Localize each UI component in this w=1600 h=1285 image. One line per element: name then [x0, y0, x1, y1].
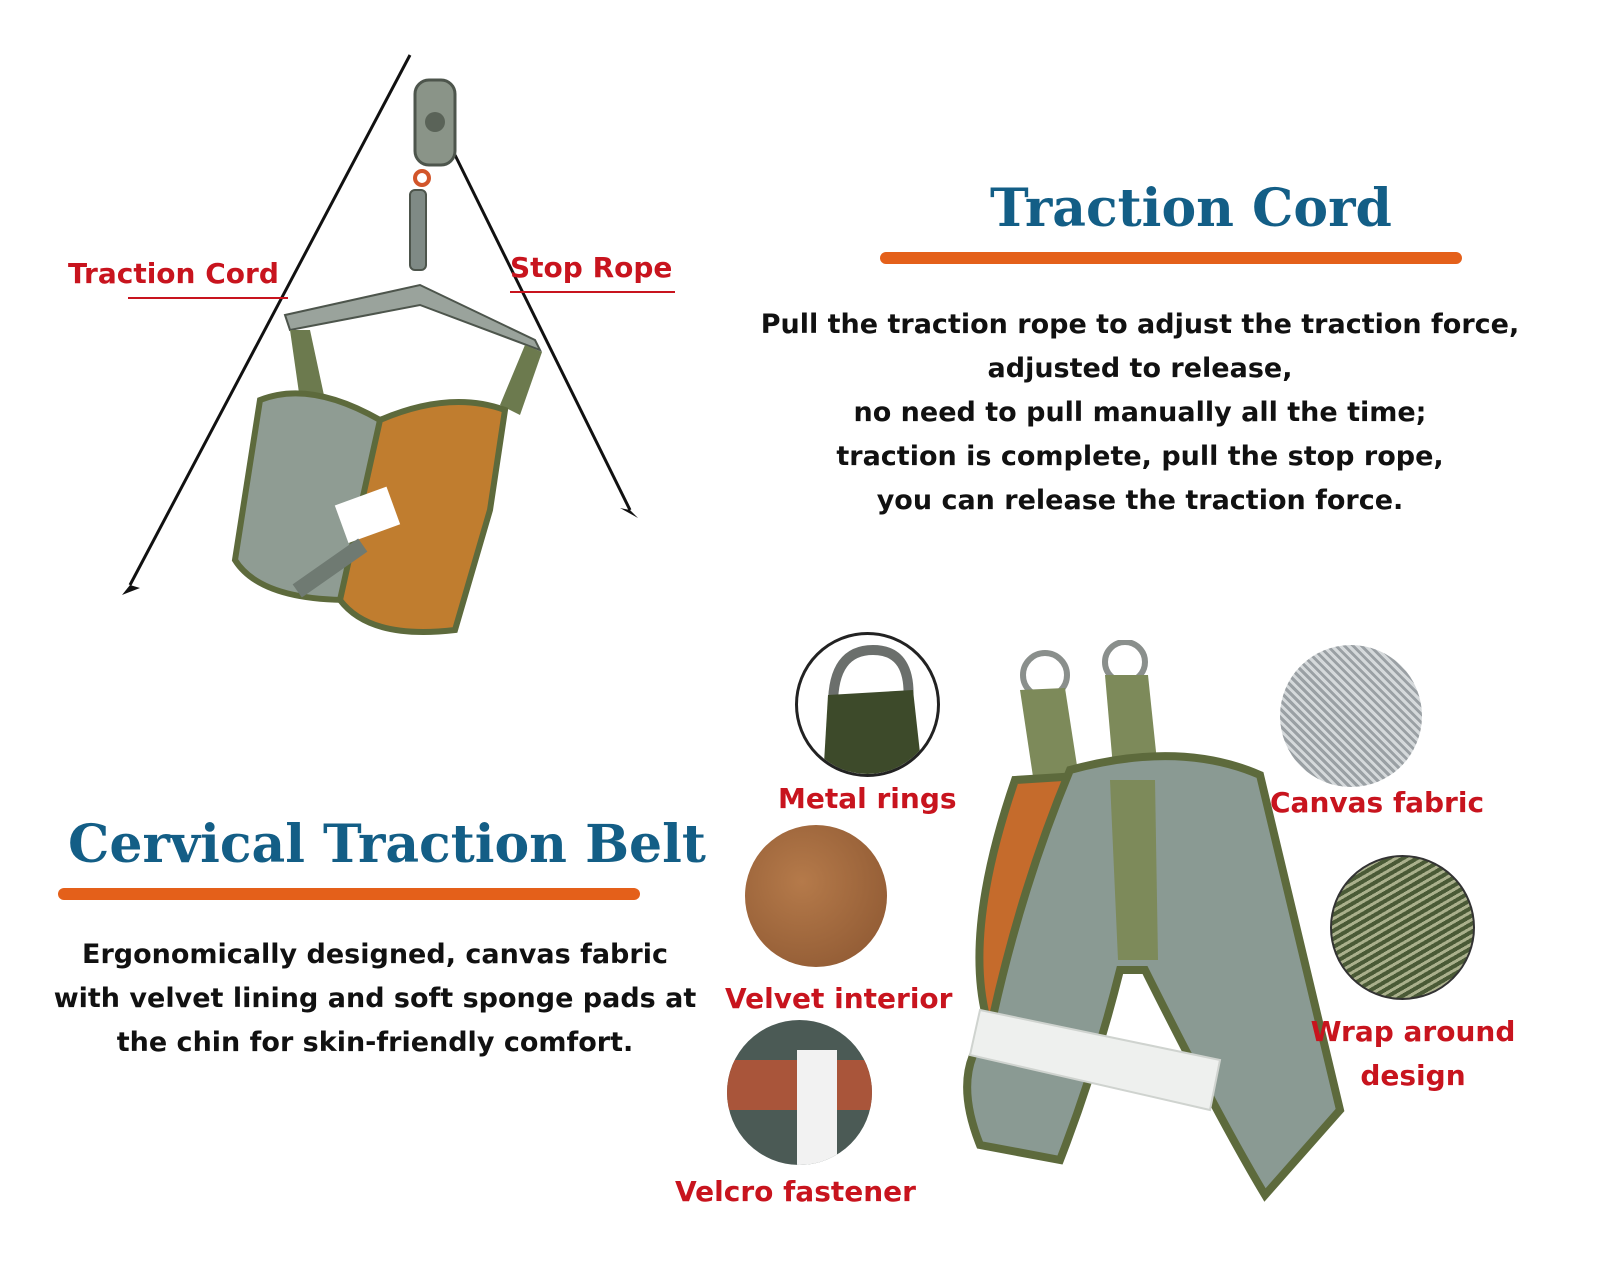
hook-ring — [413, 169, 431, 187]
wrap-around-label-line-2: design — [1360, 1059, 1466, 1092]
belt-opening — [334, 486, 401, 544]
cord-end-right — [620, 508, 638, 518]
cord-end-left — [122, 585, 140, 595]
traction-cord-description: Pull the traction rope to adjust the tra… — [750, 303, 1530, 523]
belt-closeup-illustration — [920, 640, 1360, 1220]
canvas-fabric-detail — [1280, 645, 1422, 787]
traction-cord-line-3: no need to pull manually all the time; — [853, 397, 1427, 428]
belt-velcro-strap — [968, 1008, 1222, 1112]
belt-velvet-side — [336, 399, 509, 635]
traction-device-svg — [122, 54, 638, 635]
pulley-wheel — [425, 112, 445, 132]
velcro-fastener-label: Velcro fastener — [675, 1175, 916, 1208]
traction-device-illustration — [110, 40, 670, 660]
belt-description: Ergonomically designed, canvas fabric wi… — [40, 933, 710, 1065]
belt-line-1: Ergonomically designed, canvas fabric — [82, 939, 668, 970]
traction-cord-line-1: Pull the traction rope to adjust the tra… — [760, 309, 1520, 340]
velvet-interior-label: Velvet interior — [725, 982, 953, 1015]
stop-rope-line — [453, 154, 632, 511]
stop-rope-label: Stop Rope — [510, 251, 673, 284]
belt-buckle-strap — [292, 538, 368, 598]
right-strap — [500, 345, 542, 415]
belt-center-strap — [1110, 780, 1158, 960]
belt-title-bar — [58, 888, 640, 900]
wrap-around-label-line-1: Wrap around — [1310, 1015, 1516, 1048]
traction-cord-line-4: traction is complete, pull the stop rope… — [836, 441, 1444, 472]
canvas-fabric-label: Canvas fabric — [1270, 786, 1485, 819]
velcro-svg — [727, 1050, 872, 1165]
belt-line-3: the chin for skin-friendly comfort. — [116, 1027, 634, 1058]
traction-cord-label-underline — [128, 297, 288, 299]
wrap-around-label: Wrap around design — [1308, 1010, 1518, 1098]
spring — [409, 189, 427, 271]
stop-rope-label-underline — [510, 291, 675, 293]
traction-cord-title: Traction Cord — [990, 178, 1392, 239]
left-strap — [290, 330, 325, 400]
spreader-bar — [283, 283, 543, 352]
traction-cord-title-bar — [880, 252, 1462, 264]
traction-cord-line-2: adjusted to release, — [987, 353, 1293, 384]
metal-rings-svg — [823, 644, 923, 774]
velcro-fastener-detail — [727, 1020, 872, 1165]
belt-line-2: with velvet lining and soft sponge pads … — [53, 983, 697, 1014]
metal-ring-strap — [823, 690, 923, 774]
wrap-around-detail — [1330, 855, 1475, 1000]
belt-title: Cervical Traction Belt — [68, 814, 706, 875]
metal-ring-icon — [828, 644, 914, 706]
metal-rings-detail — [795, 632, 940, 777]
belt-strap-left — [1020, 688, 1080, 790]
velcro-white-strip — [797, 1050, 837, 1165]
velvet-interior-detail — [745, 825, 887, 967]
metal-rings-label: Metal rings — [778, 782, 957, 815]
traction-cord-line — [128, 54, 412, 586]
belt-closeup-svg — [963, 640, 1345, 1202]
traction-cord-label: Traction Cord — [68, 257, 279, 290]
traction-cord-line-5: you can release the traction force. — [876, 485, 1404, 516]
